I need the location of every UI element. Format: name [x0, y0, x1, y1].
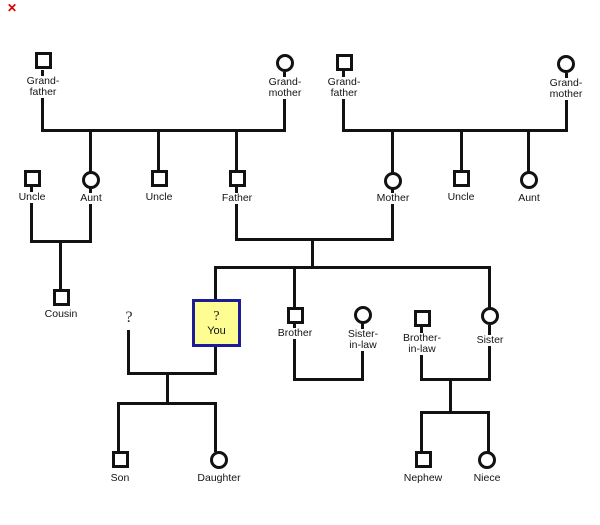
- connector-line: [214, 402, 217, 452]
- connector-line: [361, 322, 364, 381]
- node-label-cousin: Cousin: [43, 308, 79, 320]
- label-line: mother: [268, 87, 302, 99]
- node-label-sister: Sister: [475, 334, 505, 346]
- male-square-icon[interactable]: [287, 307, 304, 324]
- female-circle-icon[interactable]: [354, 306, 372, 324]
- connector-line: [460, 129, 463, 172]
- label-line: in-law: [408, 343, 436, 355]
- label-line: Sister-: [347, 328, 379, 340]
- connector-line: [89, 188, 92, 243]
- connector-line: [420, 411, 490, 414]
- female-circle-icon[interactable]: [481, 307, 499, 325]
- label-line: Grand-: [549, 77, 583, 89]
- connector-line: [342, 71, 345, 132]
- male-square-icon[interactable]: [229, 170, 246, 187]
- male-square-icon[interactable]: [414, 310, 431, 327]
- node-label-uncle-maternal: Uncle: [446, 191, 476, 203]
- node-label-brother-in-law: Brother- in-law: [402, 333, 442, 355]
- male-square-icon[interactable]: [336, 54, 353, 71]
- connector-line: [127, 372, 217, 375]
- connector-line: [59, 240, 62, 290]
- connector-line: [117, 402, 217, 405]
- connector-line: [342, 129, 568, 132]
- connector-line: [235, 238, 394, 241]
- connector-line: [214, 346, 217, 375]
- connector-line: [127, 330, 130, 375]
- connector-line: [391, 189, 394, 241]
- connector-line: [157, 129, 160, 172]
- node-label-aunt-maternal: Aunt: [517, 192, 541, 204]
- you-node[interactable]: ? You: [192, 299, 241, 347]
- female-circle-icon[interactable]: [478, 451, 496, 469]
- label-line: Grand-: [268, 76, 302, 88]
- you-label: You: [207, 324, 226, 337]
- red-x-mark: ✕: [7, 1, 18, 15]
- node-label-paternal-grandmother: Grand- mother: [267, 76, 303, 99]
- connector-line: [449, 378, 452, 414]
- node-label-daughter: Daughter: [196, 472, 242, 484]
- male-square-icon[interactable]: [24, 170, 41, 187]
- node-label-uncle-paternal: Uncle: [144, 191, 174, 203]
- connector-line: [235, 187, 238, 241]
- connector-line: [293, 266, 296, 310]
- female-circle-icon[interactable]: [520, 171, 538, 189]
- label-line: Grand-: [26, 75, 60, 87]
- connector-line: [283, 72, 286, 132]
- connector-line: [214, 266, 217, 300]
- female-circle-icon[interactable]: [210, 451, 228, 469]
- connector-line: [41, 70, 44, 132]
- connector-line: [488, 266, 491, 310]
- node-label-mother: Mother: [375, 192, 411, 204]
- female-circle-icon[interactable]: [276, 54, 294, 72]
- node-label-brother: Brother: [276, 327, 314, 339]
- connector-line: [235, 129, 238, 173]
- male-square-icon[interactable]: [453, 170, 470, 187]
- connector-line: [293, 378, 364, 381]
- label-line: mother: [549, 88, 583, 100]
- female-circle-icon[interactable]: [384, 172, 402, 190]
- node-label-sister-in-law: Sister- in-law: [346, 328, 380, 351]
- connector-line: [420, 411, 423, 453]
- label-line: father: [330, 87, 358, 99]
- connector-line: [30, 186, 33, 243]
- connector-line: [311, 238, 314, 269]
- unknown-partner-symbol[interactable]: ?: [125, 309, 133, 326]
- node-label-maternal-grandfather: Grand- father: [326, 76, 362, 99]
- connector-line: [488, 325, 491, 381]
- connector-line: [420, 378, 491, 381]
- node-label-paternal-grandfather: Grand- father: [25, 75, 61, 98]
- node-label-niece: Niece: [472, 472, 502, 484]
- male-square-icon[interactable]: [35, 52, 52, 69]
- female-circle-icon[interactable]: [557, 55, 575, 73]
- node-label-son: Son: [109, 472, 131, 484]
- label-line: Brother-: [403, 332, 441, 344]
- connector-line: [293, 323, 296, 381]
- node-label-nephew: Nephew: [402, 472, 444, 484]
- connector-line: [89, 129, 92, 173]
- node-label-uncle-by-marriage: Uncle: [17, 191, 47, 203]
- node-label-father: Father: [220, 192, 254, 204]
- unknown-symbol: ?: [213, 308, 220, 324]
- male-square-icon[interactable]: [415, 451, 432, 468]
- connector-line: [166, 372, 169, 405]
- label-line: in-law: [349, 339, 377, 351]
- male-square-icon[interactable]: [151, 170, 168, 187]
- connector-line: [391, 129, 394, 175]
- connector-line: [117, 402, 120, 453]
- connector-line: [565, 73, 568, 132]
- connector-line: [214, 266, 491, 269]
- label-line: father: [29, 86, 57, 98]
- female-circle-icon[interactable]: [82, 171, 100, 189]
- male-square-icon[interactable]: [53, 289, 70, 306]
- node-label-aunt-paternal: Aunt: [79, 192, 103, 204]
- label-line: Grand-: [327, 76, 361, 88]
- connector-line: [527, 129, 530, 172]
- connector-line: [41, 129, 286, 132]
- male-square-icon[interactable]: [112, 451, 129, 468]
- connector-line: [487, 411, 490, 453]
- node-label-maternal-grandmother: Grand- mother: [548, 77, 584, 100]
